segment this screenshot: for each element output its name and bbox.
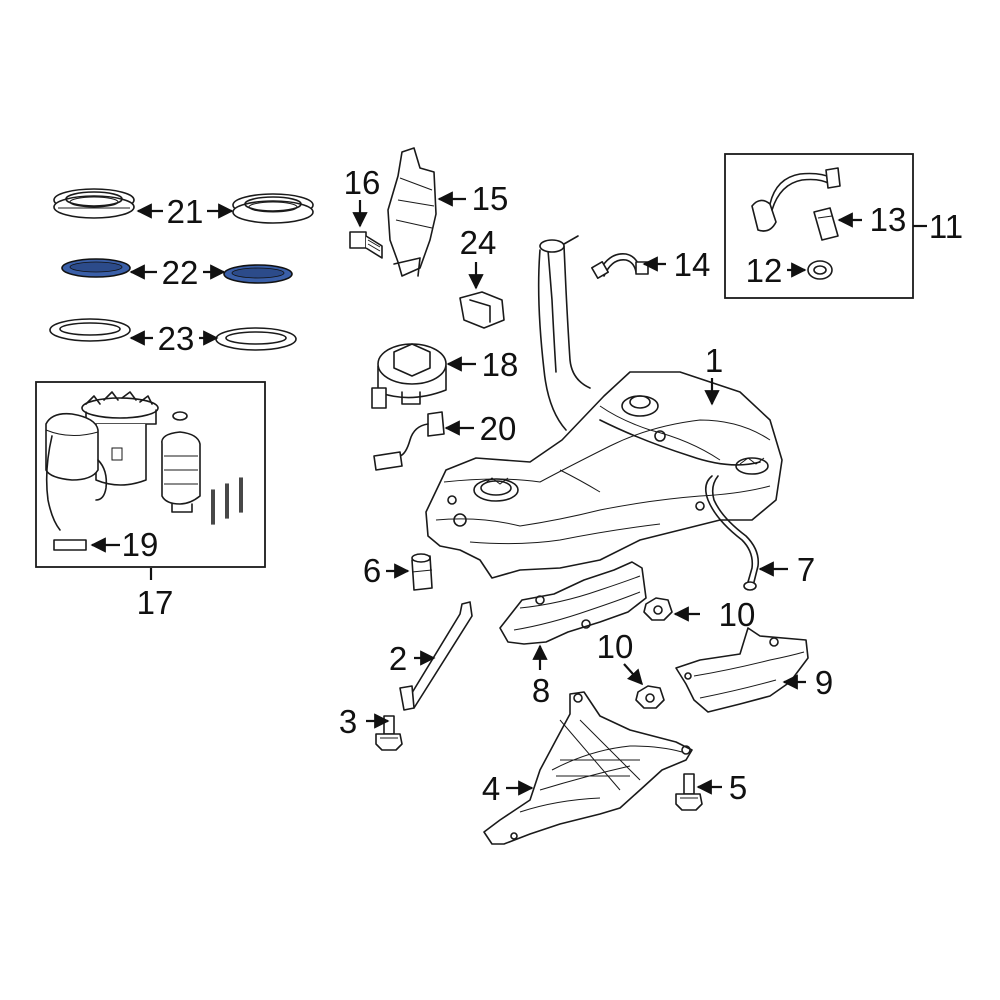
callout-4: 4 xyxy=(482,770,500,807)
callout-22: 22 xyxy=(162,254,199,291)
part-5-bolt xyxy=(675,773,703,811)
callout-18: 18 xyxy=(482,346,519,383)
part-12-o-ring xyxy=(807,260,833,280)
part-18-pump-cover xyxy=(371,343,447,409)
callout-8: 8 xyxy=(532,672,550,709)
part-2-strap xyxy=(399,601,473,711)
callout-9: 9 xyxy=(815,664,833,701)
part-24-clip xyxy=(459,291,505,329)
callout-2: 2 xyxy=(389,640,407,677)
part-20-harness xyxy=(373,411,445,471)
part-21-lock-ring-right xyxy=(232,193,314,224)
callout-10-lower: 10 xyxy=(597,628,634,665)
part-11-sensor-assembly xyxy=(751,167,841,232)
callout-24: 24 xyxy=(460,224,497,261)
part-13-clip xyxy=(813,207,839,241)
callout-11: 11 xyxy=(929,208,963,245)
callout-21: 21 xyxy=(167,193,204,230)
part-9-shield xyxy=(675,627,809,713)
part-10-nut-lower xyxy=(635,685,665,709)
callout-3: 3 xyxy=(339,703,357,740)
callout-15: 15 xyxy=(472,180,509,217)
callout-16: 16 xyxy=(344,164,381,201)
callout-10-upper: 10 xyxy=(719,596,756,633)
callout-7: 7 xyxy=(797,551,815,588)
part-14-hose xyxy=(591,253,649,279)
callout-5: 5 xyxy=(729,769,747,806)
part-6-bumper xyxy=(411,553,433,591)
pump-module-box xyxy=(35,381,266,568)
part-22-seal-right xyxy=(223,264,293,284)
callout-20: 20 xyxy=(480,410,517,447)
callout-14: 14 xyxy=(674,246,711,283)
callout-1: 1 xyxy=(705,342,723,379)
callout-6: 6 xyxy=(363,552,381,589)
part-17-fuel-pump-module xyxy=(45,391,243,551)
callout-13: 13 xyxy=(870,201,907,238)
part-15-bracket xyxy=(387,147,437,277)
part-7-vent-line xyxy=(704,475,760,591)
part-4-underbody-panel xyxy=(483,691,693,845)
part-23-gasket-left xyxy=(49,318,131,342)
part-10-nut-upper xyxy=(643,597,673,621)
callout-17: 17 xyxy=(137,584,174,621)
part-1-fuel-tank xyxy=(425,235,783,579)
callout-19: 19 xyxy=(122,526,159,563)
part-16-bolt xyxy=(349,231,383,259)
part-8-heat-shield xyxy=(499,561,647,645)
callout-12: 12 xyxy=(746,252,783,289)
part-22-seal-left xyxy=(61,258,131,278)
part-23-gasket-right xyxy=(215,327,297,351)
part-21-lock-ring-left xyxy=(53,188,135,219)
callout-23: 23 xyxy=(158,320,195,357)
